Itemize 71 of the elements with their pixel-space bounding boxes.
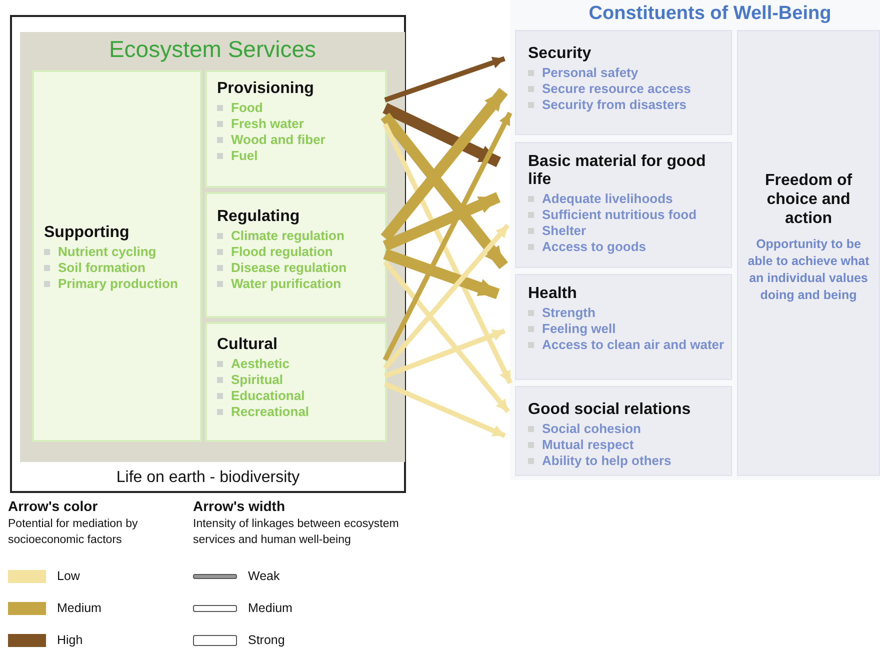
list-item: Recreational [217, 404, 381, 420]
arrow [380, 112, 508, 270]
legend-heading: Arrow's color [8, 498, 99, 514]
arrow [384, 328, 506, 378]
legend-label: Medium [248, 601, 292, 615]
list-item: Security from disasters [528, 97, 727, 113]
frame-label: Life on earth - biodiversity [115, 469, 301, 487]
list-item: Feeling well [528, 321, 727, 337]
list-item: Adequate livelihoods [528, 191, 727, 207]
legend-label: Strong [248, 633, 285, 647]
legend-description: Intensity of linkages between ecosystem services and human well-being [193, 517, 400, 548]
list-item: Flood regulation [217, 244, 381, 260]
category-box [515, 274, 732, 380]
category-heading: Regulating [217, 208, 301, 226]
list-item: Mutual respect [528, 437, 727, 453]
list-item: Primary production [44, 276, 196, 292]
list-item: Fuel [217, 148, 381, 164]
list-item: Ability to help others [528, 453, 727, 469]
category-heading: Freedom of choice and action [764, 171, 854, 228]
list-item: Shelter [528, 223, 727, 239]
arrow [382, 192, 500, 252]
arrow [383, 260, 510, 414]
list-item: Sufficient nutritious food [528, 207, 727, 223]
panel-title: Constituents of Well-Being [588, 3, 832, 25]
category-heading: Security [528, 45, 592, 63]
category-heading: Health [528, 285, 578, 303]
category-heading: Good social relations [528, 401, 692, 419]
category-box [205, 70, 387, 188]
list-item: Food [217, 100, 381, 116]
category-box [205, 322, 387, 442]
list-item: Climate regulation [217, 228, 381, 244]
category-box [205, 192, 387, 318]
category-box [515, 142, 732, 268]
category-box [515, 386, 732, 476]
arrow [380, 88, 508, 242]
category-box [32, 70, 202, 442]
list-item: Secure resource access [528, 81, 727, 97]
category-box [737, 30, 880, 476]
list-item: Wood and fiber [217, 132, 381, 148]
arrow [383, 224, 510, 370]
legend-description: Potential for mediation by socioeconomic factors [8, 517, 139, 548]
list-item: Soil formation [44, 260, 196, 276]
list-item: Disease regulation [217, 260, 381, 276]
legend-label: Low [57, 569, 80, 583]
arrow [384, 382, 506, 438]
list-item: Fresh water [217, 116, 381, 132]
well-being-panel [510, 0, 880, 480]
list-item: Strength [528, 305, 727, 321]
list-item: Aesthetic [217, 356, 381, 372]
description-text: Opportunity to be able to achieve what an individual values doing and being [746, 236, 870, 304]
panel-title: Ecosystem Services [108, 36, 318, 63]
list-item: Spiritual [217, 372, 381, 388]
category-heading: Basic material for good life [528, 153, 707, 189]
list-item: Social cohesion [528, 421, 727, 437]
legend-label: Weak [248, 569, 280, 583]
legend-label: Medium [57, 601, 102, 615]
list-item: Personal safety [528, 65, 727, 81]
list-item: Access to goods [528, 239, 727, 255]
category-heading: Supporting [44, 224, 130, 242]
category-box [515, 30, 732, 135]
arrow [383, 248, 500, 300]
list-item: Nutrient cycling [44, 244, 196, 260]
list-item: Access to clean air and water [528, 337, 727, 353]
legend-heading: Arrow's width [193, 498, 286, 514]
category-heading: Cultural [217, 336, 278, 354]
list-item: Water purification [217, 276, 381, 292]
arrow [384, 56, 506, 102]
category-heading: Provisioning [217, 80, 315, 98]
legend-label: High [57, 633, 83, 647]
arrow [382, 103, 501, 168]
list-item: Educational [217, 388, 381, 404]
